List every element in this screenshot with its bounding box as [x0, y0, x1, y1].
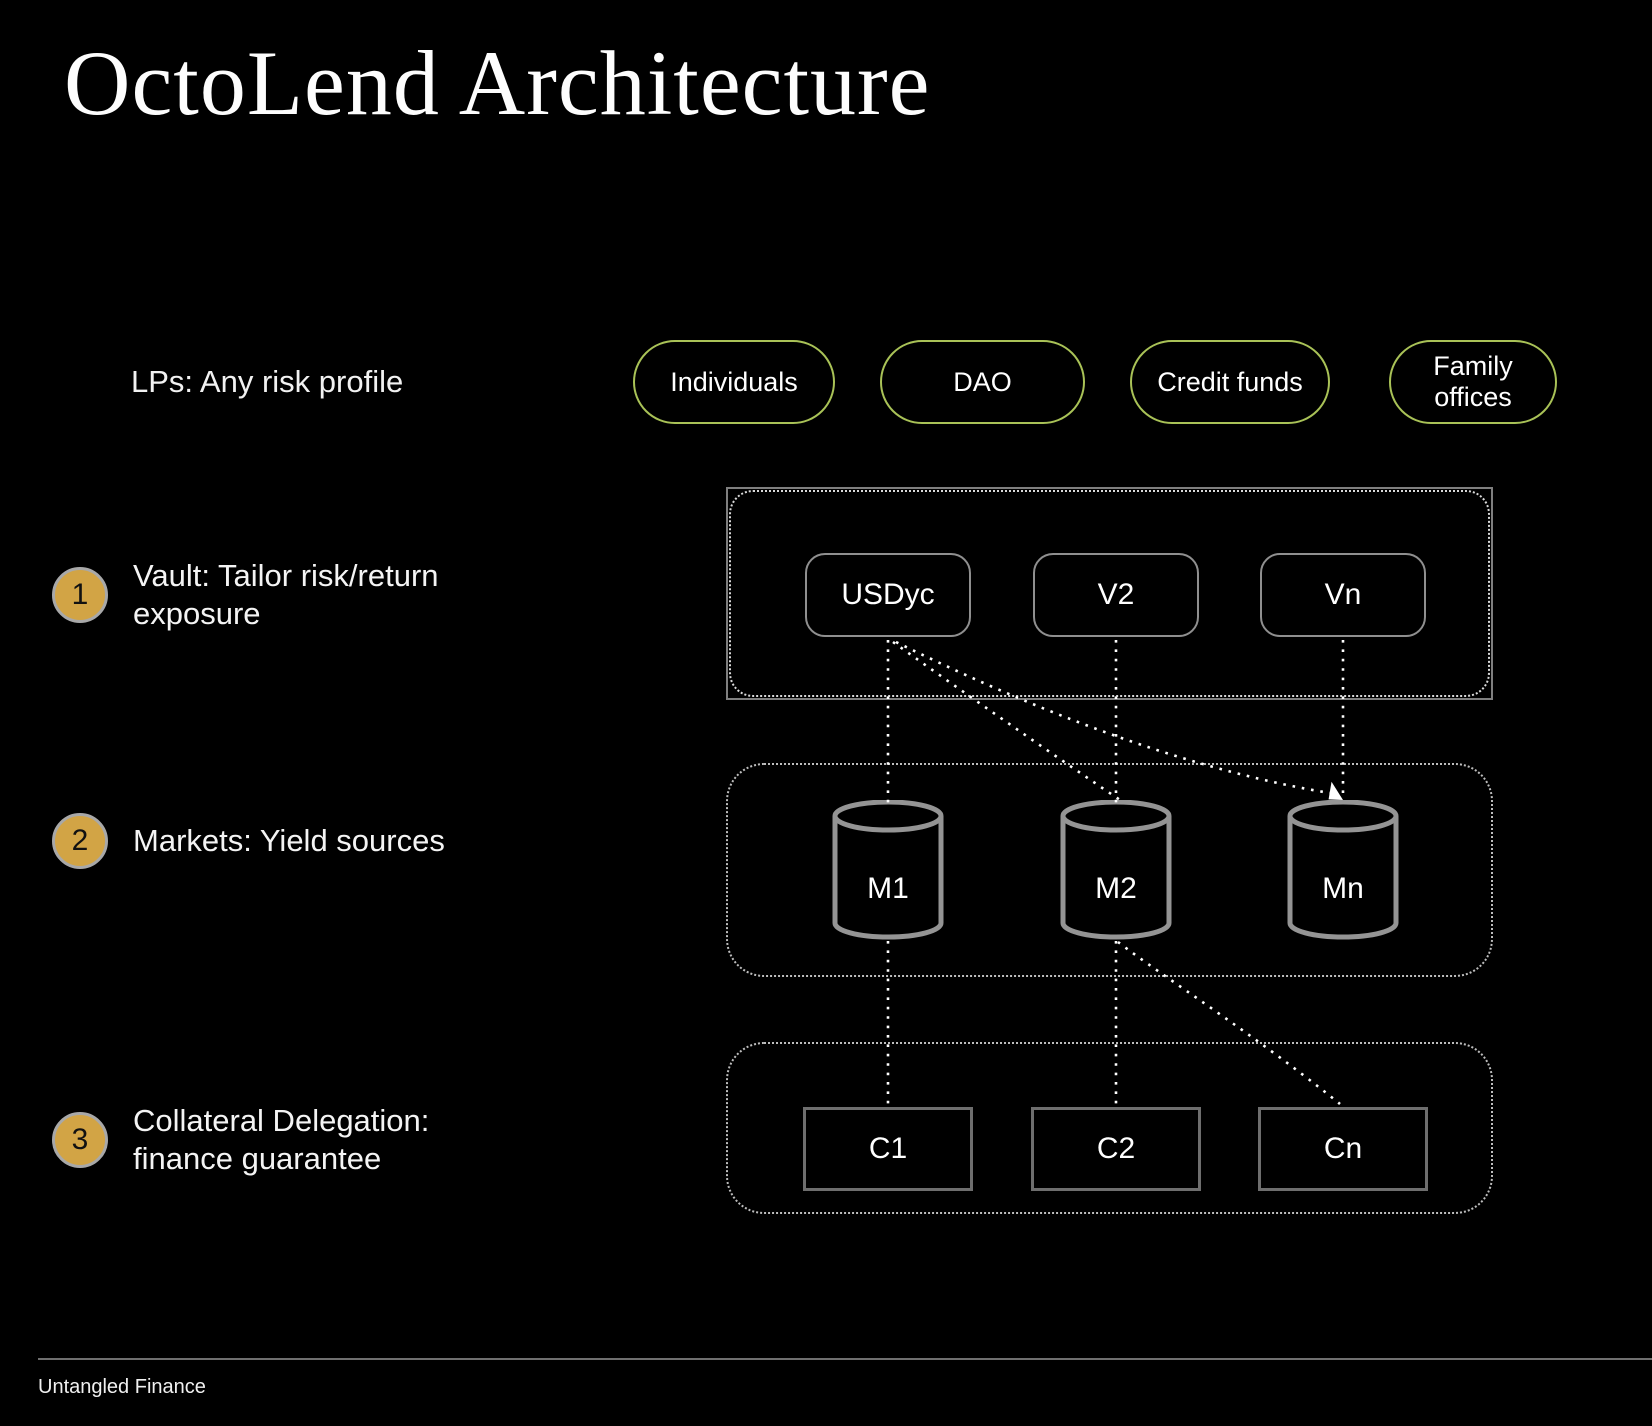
step-1-label: Vault: Tailor risk/return exposure — [133, 557, 439, 633]
vault-node-vn: Vn — [1260, 553, 1426, 637]
step-1-badge: 1 — [52, 567, 108, 623]
vault-node-usdyc: USDyc — [805, 553, 971, 637]
pill-individuals-label: Individuals — [670, 366, 798, 397]
market-node-m1: M1 — [832, 799, 944, 940]
vault-node-usdyc-label: USDyc — [841, 578, 935, 611]
database-cylinder-icon — [1060, 799, 1172, 940]
market-node-m2-label: M2 — [1095, 872, 1137, 905]
market-node-mn: Mn — [1287, 799, 1399, 940]
lp-row-label: LPs: Any risk profile — [131, 364, 404, 399]
market-node-m1-label: M1 — [867, 872, 909, 905]
pill-credit-funds: Credit funds — [1130, 340, 1330, 424]
vault-node-vn-label: Vn — [1324, 578, 1362, 611]
collateral-node-cn: Cn — [1258, 1107, 1428, 1191]
vault-node-v2-label: V2 — [1097, 578, 1135, 611]
collateral-node-c2-label: C2 — [1096, 1132, 1136, 1165]
pill-dao-label: DAO — [953, 366, 1012, 397]
page-title: OctoLend Architecture — [64, 32, 931, 134]
step-3-label: Collateral Delegation: finance guarantee — [133, 1102, 429, 1178]
collateral-group-container — [726, 1042, 1493, 1214]
step-2-number: 2 — [71, 824, 89, 857]
footer-divider — [38, 1358, 1652, 1360]
market-node-m2: M2 — [1060, 799, 1172, 940]
step-1-number: 1 — [71, 578, 89, 611]
database-cylinder-icon — [832, 799, 944, 940]
footer-brand: Untangled Finance — [38, 1376, 206, 1398]
collateral-node-c1: C1 — [803, 1107, 973, 1191]
market-node-mn-label: Mn — [1322, 872, 1364, 905]
pill-family-offices: Family offices — [1389, 340, 1557, 424]
pill-individuals: Individuals — [633, 340, 835, 424]
step-2-label-line1: Markets: Yield sources — [133, 823, 445, 858]
vault-node-v2: V2 — [1033, 553, 1199, 637]
collateral-node-c1-label: C1 — [868, 1132, 908, 1165]
pill-family-offices-label: Family offices — [1433, 351, 1513, 412]
pill-dao: DAO — [880, 340, 1085, 424]
collateral-node-cn-label: Cn — [1323, 1132, 1363, 1165]
step-1-label-line1: Vault: Tailor risk/return — [133, 558, 439, 593]
step-3-number: 3 — [71, 1123, 89, 1156]
step-1-label-line2: exposure — [133, 596, 261, 631]
collateral-node-c2: C2 — [1031, 1107, 1201, 1191]
step-2-label: Markets: Yield sources — [133, 822, 445, 860]
step-3-label-line1: Collateral Delegation: — [133, 1103, 430, 1138]
step-2-badge: 2 — [52, 813, 108, 869]
step-3-badge: 3 — [52, 1112, 108, 1168]
step-3-label-line2: finance guarantee — [133, 1141, 382, 1176]
database-cylinder-icon — [1287, 799, 1399, 940]
pill-credit-funds-label: Credit funds — [1157, 366, 1303, 397]
